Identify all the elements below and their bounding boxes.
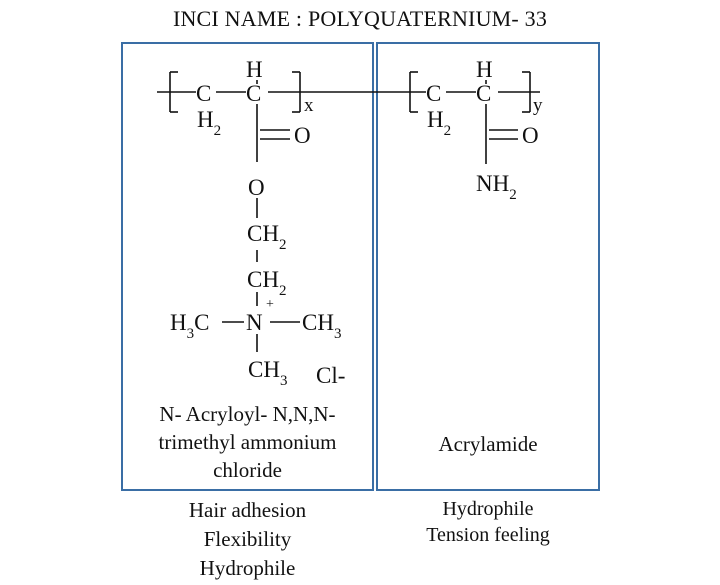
right-atom-c1: C bbox=[426, 81, 442, 106]
left-atom-o-double: O bbox=[294, 123, 311, 148]
right-monomer-box bbox=[376, 42, 600, 491]
left-atom-h2: H2 bbox=[197, 107, 222, 139]
page-title: INCI NAME : POLYQUATERNIUM- 33 bbox=[172, 6, 548, 31]
left-n-charge: + bbox=[266, 297, 274, 312]
left-atom-h: H bbox=[246, 57, 263, 82]
left-ch3-right: CH3 bbox=[302, 310, 342, 342]
right-atom-o-double: O bbox=[522, 123, 539, 148]
left-atom-c1: C bbox=[196, 81, 212, 106]
left-atom-o-ester: O bbox=[248, 175, 265, 200]
right-properties: Hydrophile Tension feeling bbox=[376, 496, 600, 548]
left-ch2-a: CH2 bbox=[247, 221, 287, 253]
right-property-2: Tension feeling bbox=[426, 524, 550, 546]
left-monomer-box bbox=[121, 42, 374, 491]
left-properties: Hair adhesion Flexibility Hydrophile bbox=[121, 496, 374, 583]
left-property-3: Hydrophile bbox=[199, 556, 296, 580]
left-atom-c2: C bbox=[246, 81, 262, 106]
right-property-1: Hydrophile bbox=[442, 498, 534, 520]
left-name-line-2: trimethyl ammonium bbox=[158, 430, 337, 454]
right-monomer-name: Acrylamide bbox=[438, 432, 538, 456]
right-atom-h: H bbox=[476, 57, 493, 82]
left-property-2: Flexibility bbox=[203, 527, 292, 551]
left-repeat-x: x bbox=[304, 95, 314, 116]
right-nh2: NH2 bbox=[476, 171, 517, 203]
right-atom-c2: C bbox=[476, 81, 492, 106]
left-monomer-name: N- Acryloyl- N,N,N- trimethyl ammonium c… bbox=[121, 400, 374, 484]
left-name-line-1: N- Acryloyl- N,N,N- bbox=[159, 402, 336, 426]
right-repeat-y: y bbox=[533, 95, 543, 116]
left-h3c: H3C bbox=[170, 310, 210, 342]
left-ch3-bottom: CH3 bbox=[248, 357, 288, 389]
left-atom-n: N bbox=[246, 310, 263, 335]
left-ch2-b: CH2 bbox=[247, 267, 287, 299]
counter-ion: Cl- bbox=[316, 363, 346, 388]
left-name-line-3: chloride bbox=[213, 458, 282, 482]
right-atom-h2: H2 bbox=[427, 107, 452, 139]
left-property-1: Hair adhesion bbox=[188, 498, 307, 522]
